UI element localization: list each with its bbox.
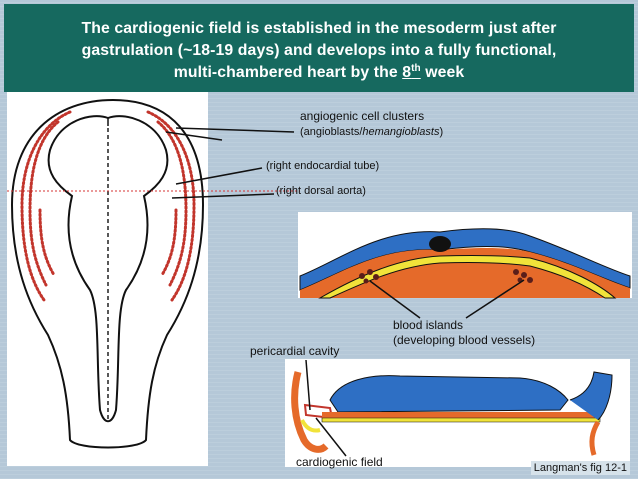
endoderm-layer bbox=[318, 254, 617, 299]
title-line-3: multi-chambered heart by the bbox=[173, 64, 403, 81]
cross-section-lower bbox=[285, 359, 630, 467]
label-cardiogenic-field: cardiogenic field bbox=[296, 455, 383, 469]
label-angiogenic-clusters: angiogenic cell clusters bbox=[300, 109, 425, 123]
label-endocardial-tube: right endocardial tube bbox=[266, 160, 379, 172]
slide-title: The cardiogenic field is established in … bbox=[14, 18, 624, 84]
title-week-number: 8th bbox=[402, 63, 421, 82]
label-pericardial-cavity: pericardial cavity bbox=[250, 344, 340, 358]
title-bar: The cardiogenic field is established in … bbox=[4, 4, 634, 92]
title-line-2: gastrulation (~18-19 days) and develops … bbox=[81, 42, 557, 59]
label-angioblasts: angioblasts/hemangioblasts bbox=[300, 126, 443, 138]
neural-plate-outline bbox=[47, 115, 169, 423]
figure-caption: Langman's fig 12-1 bbox=[530, 461, 630, 475]
label-dorsal-aorta: right dorsal aorta bbox=[276, 185, 366, 197]
mesoderm-layer bbox=[300, 248, 630, 298]
notochord bbox=[429, 236, 451, 252]
title-line-1: The cardiogenic field is established in … bbox=[81, 20, 557, 37]
leader-lines bbox=[165, 127, 525, 457]
title-line-3-end: week bbox=[420, 64, 465, 81]
angiogenic-clusters bbox=[20, 110, 196, 302]
label-blood-islands: blood islands (developing blood vessels) bbox=[393, 318, 536, 347]
cross-section-upper bbox=[298, 212, 632, 299]
embryo-panel bbox=[7, 92, 300, 466]
